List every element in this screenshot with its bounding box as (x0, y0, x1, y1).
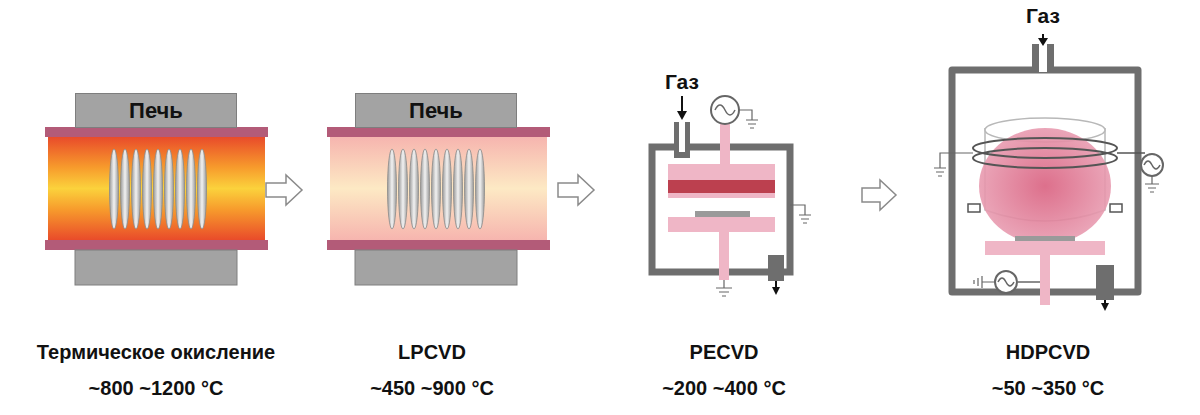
process-name: Термическое окисление (37, 341, 275, 364)
temperature-range: ~450 ~900 °C (370, 377, 494, 400)
gas-label: Газ (1026, 4, 1060, 28)
temperature-range: ~50 ~350 °C (992, 377, 1105, 400)
hdpcvd-chamber (934, 34, 1163, 311)
pecvd-chamber (652, 96, 811, 296)
furnace-heater: Печь (355, 93, 517, 128)
temperature-range: ~800 ~1200 °C (89, 377, 224, 400)
process-name: LPCVD (398, 341, 466, 364)
furnace-1 (45, 127, 268, 285)
process-name: PECVD (690, 341, 759, 364)
process-name: HDPCVD (1006, 341, 1090, 364)
furnace-2 (327, 127, 550, 285)
gas-label: Газ (665, 70, 699, 94)
furnace-label: Печь (409, 98, 463, 124)
furnace-label: Печь (129, 98, 183, 124)
furnace-heater: Печь (75, 93, 237, 128)
temperature-range: ~200 ~400 °C (662, 377, 786, 400)
